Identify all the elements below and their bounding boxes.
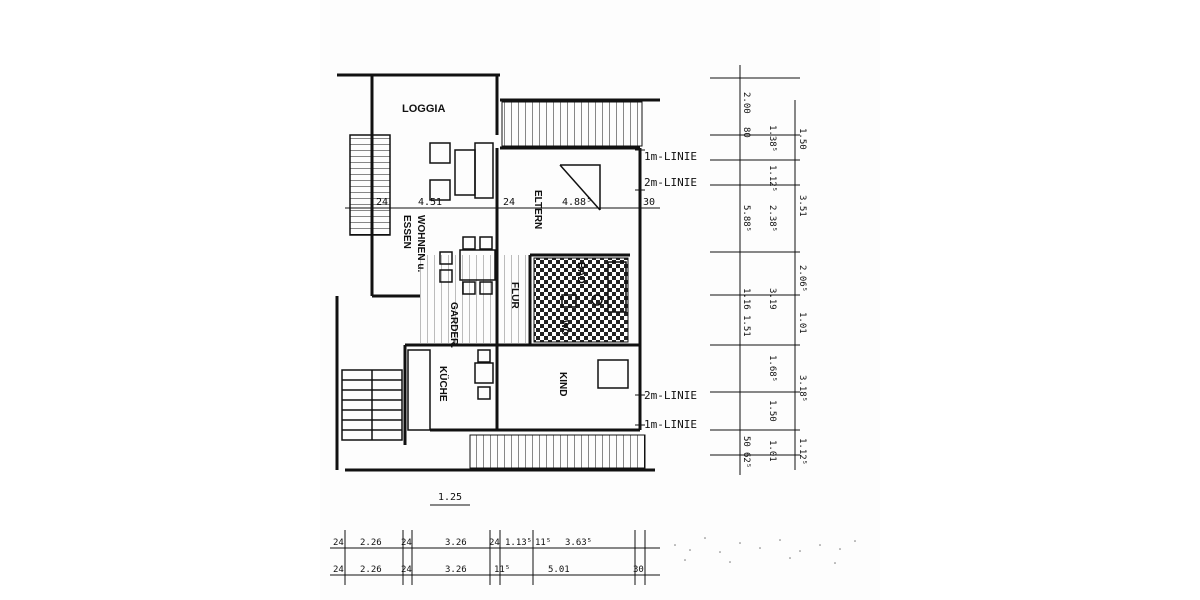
br2-2: 24 [401,565,412,575]
scan-noise [674,537,856,564]
rd-l-6: 1.16 [741,288,751,310]
br1-5: 1.13⁵ [505,538,532,548]
dim-24-mid: 24 [503,197,515,208]
dim-24-left: 24 [376,197,388,208]
br1-1: 2.26 [360,538,382,548]
br1-3: 3.26 [445,538,467,548]
right-dimension-chain [710,65,800,475]
br1-2: 24 [401,538,412,548]
rd-r-5: 1.12⁵ [797,438,807,465]
dim-451: 4.51 [418,197,442,208]
room-garder: GARDER. [448,302,459,348]
room-eltern: ELTERN [532,190,543,229]
rd-l-9: 1.68⁵ [767,355,777,382]
rd-l-0: 2.00 [741,92,751,114]
room-bad: BAD [575,262,586,284]
staircase [341,369,403,441]
rd-l-4: 5.88⁵ [741,205,751,232]
br1-0: 24 [333,538,344,548]
room-kind: KIND [557,372,568,396]
dim-30: 30 [643,197,655,208]
br2-1: 2.26 [360,565,382,575]
rd-l-8: 1.51 [741,315,751,337]
room-flur: FLUR [509,282,520,309]
rd-r-0: 1.50 [797,128,807,150]
rd-l-13: 1.01 [767,440,777,462]
bottom-dimension-lines [330,530,660,585]
room-loggia: LOGGIA [402,103,445,115]
rd-r-1: 3.51 [797,195,807,217]
rd-l-12: 62⁵ [741,452,751,468]
room-wc: WC [560,320,570,335]
line-1m-bottom: 1m-LINIE [644,418,697,431]
br2-6: 30 [633,565,644,575]
rd-l-10: 1.50 [767,400,777,422]
line-2m-top: 2m-LINIE [644,176,697,189]
line-1m-top: 1m-LINIE [644,150,697,163]
br1-7: 3.63⁵ [565,538,592,548]
rd-r-3: 1.01 [797,312,807,334]
furniture [407,142,629,431]
br2-4: 11⁵ [494,565,510,575]
bottom-row1-labels: 24 2.26 24 3.26 24 1.13⁵ 11⁵ 3.63⁵ [333,538,592,548]
rd-r-4: 3.18⁵ [797,375,807,402]
br2-0: 24 [333,565,344,575]
line-2m-bottom: 2m-LINIE [644,389,697,402]
rd-l-5: 2.38⁵ [767,205,777,232]
rd-l-3: 1.12⁵ [767,165,777,192]
br2-3: 3.26 [445,565,467,575]
roof-hatch-top [501,101,643,147]
bottom-row2-labels: 24 2.26 24 3.26 11⁵ 5.01 30 [333,565,644,575]
room-essen: ESSEN [401,215,412,249]
walls [335,73,660,472]
rd-r-2: 2.06⁵ [797,265,807,292]
rd-l-2: 1.38⁵ [767,125,777,152]
flur-hatch [420,255,528,343]
balcony-lattice [349,134,391,236]
br1-6: 11⁵ [535,538,551,548]
br2-5: 5.01 [548,565,570,575]
br1-4: 24 [489,538,500,548]
height-line-ticks [635,149,645,426]
rd-l-11: 50 [741,436,751,447]
room-kuche: KÜCHE [437,366,450,402]
dim-125: 1.25 [438,492,462,503]
dim-4885: 4.88⁵ [562,197,592,208]
rd-l-7: 3.19 [767,288,777,310]
room-wohnen: WOHNEN u. [415,215,426,272]
roof-hatch-bottom [469,434,646,469]
rd-l-1: 80 [741,127,751,138]
bath-tiles [533,257,629,343]
right-dims-left-labels: 2.00 80 1.38⁵ 1.12⁵ 5.88⁵ 2.38⁵ 1.16 3.1… [741,92,777,468]
right-dims-right-labels: 1.50 3.51 2.06⁵ 1.01 3.18⁵ 1.12⁵ [797,128,807,465]
